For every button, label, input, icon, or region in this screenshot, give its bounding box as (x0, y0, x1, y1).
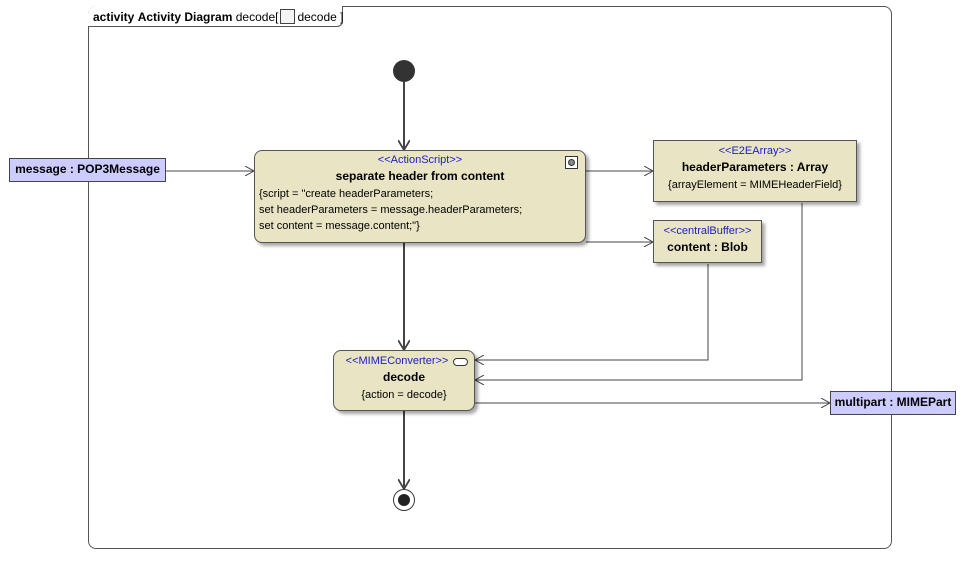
frame-title-tab: activity Activity Diagram decode[decode … (88, 6, 344, 27)
object-node-header-parameters[interactable]: <<E2EArray>> headerParameters : Array {a… (653, 140, 857, 202)
buffer-stereotype: <<centralBuffer>> (663, 225, 752, 237)
script-line: {script = "create headerParameters; (259, 188, 434, 200)
activity-frame (88, 6, 892, 549)
frame-name: decode[ (235, 10, 279, 24)
action-separate-header[interactable]: <<ActionScript>> separate header from co… (254, 150, 586, 243)
output-pin-multipart[interactable]: multipart : MIMEPart (830, 391, 956, 415)
action-decode[interactable]: <<MIMEConverter>> decode {action = decod… (333, 350, 475, 411)
header-stereotype: <<E2EArray>> (718, 145, 792, 157)
header-name: headerParameters : Array (681, 160, 829, 174)
flow-header-to-decode (475, 203, 803, 380)
action-script-stereotype: <<ActionScript>> (377, 154, 463, 166)
script-icon (565, 156, 578, 169)
final-node-dot (398, 494, 410, 506)
call-behavior-icon (453, 358, 468, 366)
decode-name: decode (382, 370, 425, 384)
decode-stereotype: <<MIMEConverter>> (345, 355, 449, 367)
activity-icon (280, 9, 296, 24)
frame-close-bracket: ] (340, 10, 344, 24)
action-script-name: separate header from content (335, 169, 505, 183)
flow-content-to-decode (475, 264, 709, 360)
initial-node[interactable] (393, 60, 415, 82)
output-pin-label: multipart : MIMEPart (834, 395, 952, 409)
input-pin-label: message : POP3Message (15, 162, 160, 176)
buffer-name: content : Blob (667, 240, 748, 254)
script-line: set content = message.content;"} (259, 220, 420, 232)
frame-title: Activity Diagram (137, 10, 233, 24)
input-pin-message[interactable]: message : POP3Message (9, 158, 166, 182)
header-constraint: {arrayElement = MIMEHeaderField} (668, 179, 842, 191)
central-buffer-content[interactable]: <<centralBuffer>> content : Blob (653, 220, 762, 263)
action-script-body: {script = "create headerParameters; set … (255, 186, 585, 234)
frame-kind: activity (93, 10, 135, 24)
frame-behavior: decode (297, 10, 337, 24)
activity-final-node[interactable] (393, 489, 415, 511)
decode-constraint: {action = decode} (361, 389, 447, 401)
script-line: set headerParameters = message.headerPar… (259, 204, 523, 216)
